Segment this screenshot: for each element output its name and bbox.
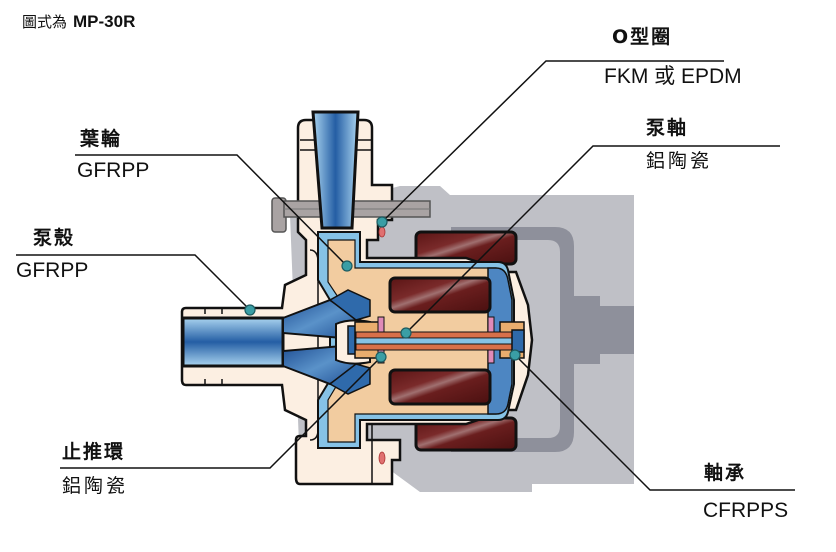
marker-pump-shaft <box>400 327 412 339</box>
outer-magnets <box>414 230 518 452</box>
shaft-assembly <box>347 316 525 364</box>
thrust-ring-material-label: 鋁陶瓷 <box>62 475 129 497</box>
caption-prefix: 圖式為 <box>22 13 68 31</box>
marker-impeller <box>341 260 353 272</box>
leader-impeller <box>75 154 348 267</box>
impeller-part-label: 葉輪 <box>80 128 123 150</box>
thrust-ring-part-label: 止推環 <box>62 441 126 463</box>
leader-o-ring <box>381 60 724 223</box>
leader-thrust-ring <box>60 356 382 469</box>
bearing-material-label: CFRPPS <box>703 499 789 522</box>
leader-pump-shaft <box>405 145 780 334</box>
impeller-material-label: GFRPP <box>77 159 150 182</box>
inlet-port <box>311 110 360 230</box>
leader-pump-casing <box>16 254 251 311</box>
pump-shaft-part-label: 泵軸 <box>646 117 689 139</box>
pump-casing-part-label: 泵殼 <box>33 227 76 249</box>
diagram-caption: 圖式為 MP-30R <box>22 13 135 30</box>
marker-o-ring <box>376 216 388 228</box>
leader-bearing <box>514 354 795 491</box>
pump-shaft-material-label: 鋁陶瓷 <box>646 150 713 172</box>
o-ring-seal-bottom <box>378 451 386 465</box>
o-ring-part-label: O型圈 <box>612 26 673 48</box>
o-ring-material-label: FKM 或 EPDM <box>604 65 742 88</box>
callout-markers <box>244 216 521 363</box>
inner-magnets <box>388 276 492 406</box>
outlet-port <box>181 316 285 368</box>
marker-pump-casing <box>244 304 256 316</box>
bearing-part-label: 軸承 <box>704 462 747 484</box>
model-number: MP-30R <box>73 12 136 31</box>
pump-casing-material-label: GFRPP <box>16 259 89 282</box>
o-ring-seal-top <box>378 226 386 238</box>
marker-thrust-ring <box>375 351 387 363</box>
marker-bearing <box>509 349 521 361</box>
leader-lines <box>16 60 795 491</box>
